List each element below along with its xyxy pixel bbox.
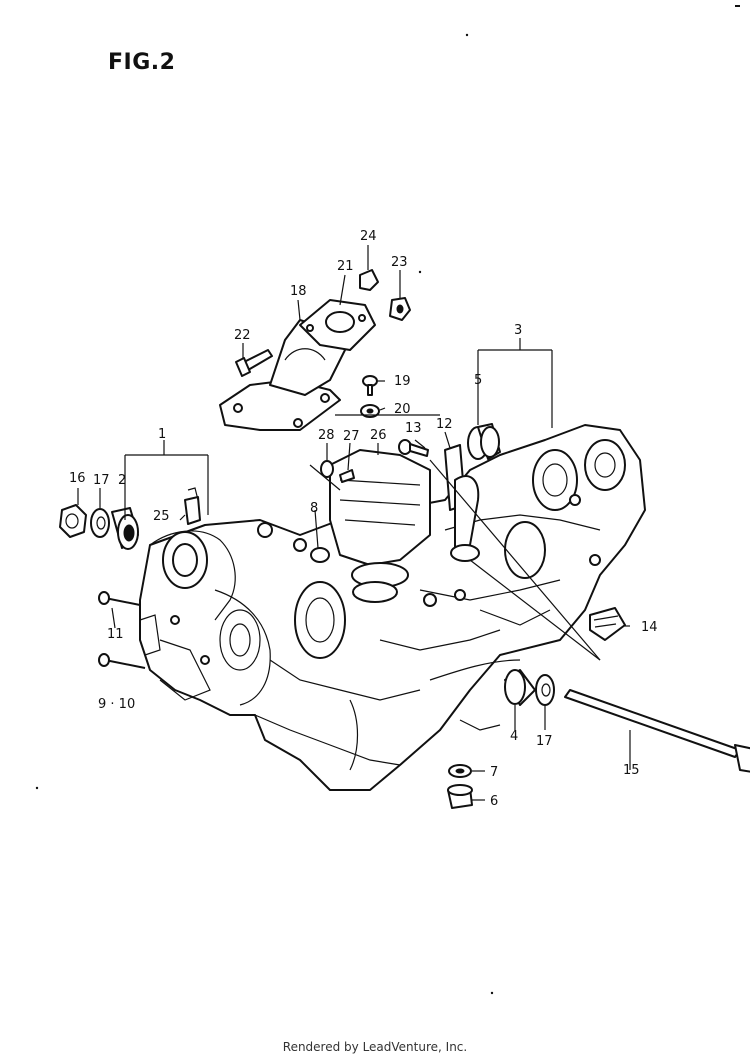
hardware-parts bbox=[59, 269, 750, 809]
callout-3: 3 bbox=[514, 323, 522, 338]
leader-lines bbox=[77, 245, 631, 801]
callout-23: 23 bbox=[391, 255, 408, 270]
intake-manifold-drawing bbox=[219, 299, 376, 431]
callout-11: 11 bbox=[107, 627, 124, 642]
callout-19: 19 bbox=[394, 374, 411, 389]
callout-28: 28 bbox=[318, 428, 335, 443]
print-specks bbox=[35, 5, 740, 995]
callout-26: 26 bbox=[370, 428, 387, 443]
callout-15: 15 bbox=[623, 763, 640, 778]
callout-27: 27 bbox=[343, 429, 360, 444]
callout-2: 2 bbox=[118, 473, 126, 488]
callout-6: 6 bbox=[490, 794, 498, 809]
callout-13: 13 bbox=[405, 421, 422, 436]
callout-17-left: 17 bbox=[93, 473, 110, 488]
callout-21: 21 bbox=[337, 259, 354, 274]
callout-labels: 1 2 3 4 5 6 7 8 9 · 10 11 12 13 14 15 16… bbox=[69, 229, 658, 809]
callout-8: 8 bbox=[310, 501, 318, 516]
callout-20: 20 bbox=[394, 402, 411, 417]
callout-18: 18 bbox=[290, 284, 307, 299]
figure-title: FIG.2 bbox=[108, 50, 176, 75]
callout-1: 1 bbox=[158, 427, 166, 442]
callout-17-right: 17 bbox=[536, 734, 553, 749]
callout-24: 24 bbox=[360, 229, 377, 244]
callout-14: 14 bbox=[641, 620, 658, 635]
callout-16: 16 bbox=[69, 471, 86, 486]
callout-12: 12 bbox=[436, 417, 453, 432]
callout-9-10: 9 · 10 bbox=[98, 697, 135, 712]
callout-5: 5 bbox=[474, 373, 482, 388]
crankcase-drawing bbox=[139, 424, 646, 791]
callout-7: 7 bbox=[490, 765, 498, 780]
callout-22: 22 bbox=[234, 328, 251, 343]
render-credit: Rendered by LeadVenture, Inc. bbox=[282, 1040, 468, 1054]
callout-4: 4 bbox=[510, 729, 518, 744]
callout-25: 25 bbox=[153, 509, 170, 524]
